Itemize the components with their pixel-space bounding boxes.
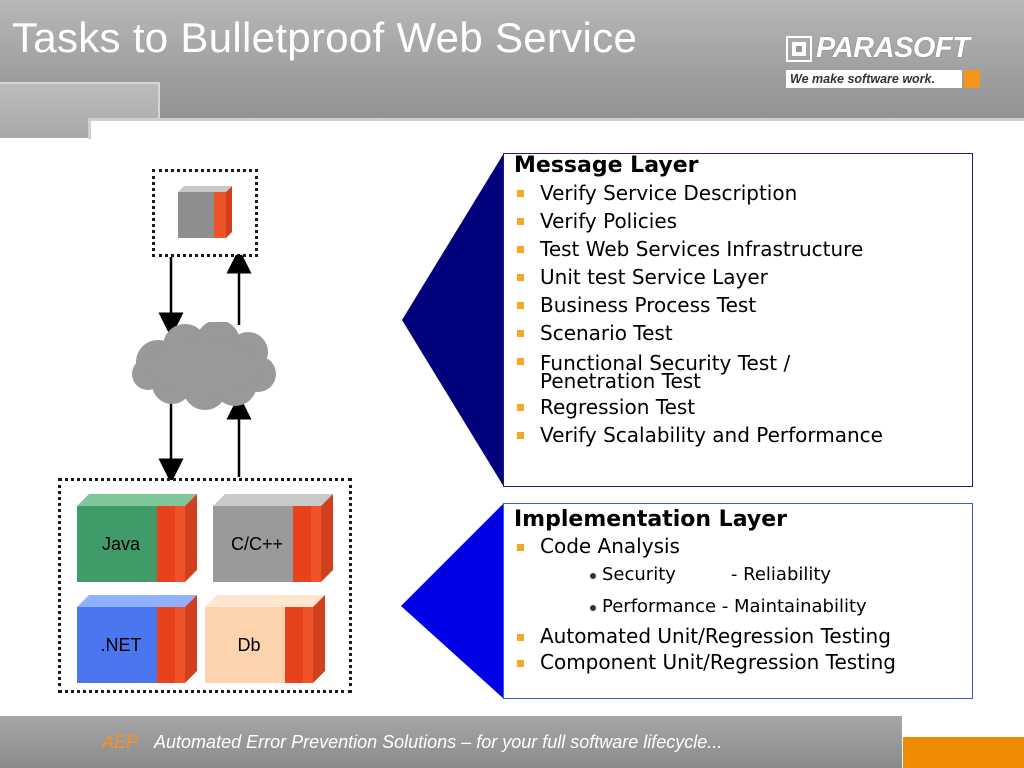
list-item: Regression Test (514, 393, 972, 421)
sub-item-right: - Reliability (730, 564, 832, 585)
list-item-text: Business Process Test (540, 293, 757, 317)
list-item-text: Test Web Services Infrastructure (540, 237, 864, 261)
block-shape (205, 595, 325, 683)
logo-accent (964, 70, 980, 88)
list-item: Code Analysis (514, 533, 972, 559)
list-item: Test Web Services Infrastructure (514, 235, 972, 263)
bullet-icon (517, 660, 524, 667)
sub-item-left: Security (602, 564, 676, 585)
list-item: Functional Security Test /Penetration Te… (514, 347, 972, 393)
db-label: Db (237, 634, 261, 655)
message-layer-panel: Message Layer Verify Service Description… (503, 153, 973, 487)
footer-accent (903, 737, 1024, 768)
logo-tagline: We make software work. (786, 70, 962, 88)
bullet-icon (517, 218, 524, 225)
bullet-icon (517, 358, 524, 365)
list-item-text: Code Analysis (540, 534, 680, 558)
header-band (88, 118, 1024, 139)
list-item: Component Unit/Regression Testing (514, 649, 972, 675)
service-box (152, 169, 258, 257)
list-item-text: Unit test Service Layer (540, 265, 768, 289)
block-shape (213, 494, 333, 582)
implementation-layer-panel: Implementation Layer Code Analysis Secur… (503, 503, 973, 699)
footer-text: AEP Automated Error Prevention Solutions … (102, 732, 722, 753)
list-item-text: Verify Service Description (540, 181, 798, 205)
java-label: Java (101, 533, 141, 554)
list-item: Verify Policies (514, 207, 972, 235)
list-item-text: Verify Scalability and Performance (540, 423, 883, 447)
list-item-text: Verify Policies (540, 209, 678, 233)
bullet-icon (517, 330, 524, 337)
slide-title: Tasks to Bulletproof Web Service (12, 14, 638, 61)
list-item: Verify Scalability and Performance (514, 421, 972, 449)
bullet-icon (517, 190, 524, 197)
sub-item-left: Performance (602, 596, 717, 617)
implementation-layer-chevron (401, 503, 504, 699)
header-background (0, 0, 1024, 136)
logo-wordmark: PARASOFT (816, 32, 970, 64)
parasoft-mark-icon (786, 36, 812, 62)
sub-list-item: Security - Reliability (514, 559, 972, 591)
cpp-label: C/C++ (230, 533, 284, 554)
list-item-text: Regression Test (540, 395, 696, 419)
list-item: Unit test Service Layer (514, 263, 972, 291)
list-item-text: Component Unit/Regression Testing (540, 650, 896, 674)
list-item-text: Automated Unit/Regression Testing (540, 624, 891, 648)
list-item-text: Functional Security Test / (540, 351, 791, 375)
list-item: Automated Unit/Regression Testing (514, 623, 972, 649)
bullet-icon (517, 274, 524, 281)
connection-arrows (158, 255, 252, 480)
dotnet-block: .NET (77, 595, 197, 683)
message-layer-list: Verify Service Description Verify Polici… (514, 179, 972, 449)
java-block: Java (77, 494, 197, 582)
footer-tagline: Automated Error Prevention Solutions – f… (154, 732, 723, 752)
service-cube-icon (178, 186, 232, 238)
sub-list-item: Performance - Maintainability (514, 591, 972, 623)
block-shape (77, 595, 197, 683)
message-layer-chevron (402, 153, 504, 487)
code-analysis-sublist: Security - Reliability Performance - Main… (514, 559, 972, 623)
footer-aep: AEP (102, 732, 139, 752)
footer-band (0, 716, 902, 768)
bullet-icon (517, 432, 524, 439)
message-layer-title: Message Layer (514, 153, 699, 178)
list-item-text: Scenario Test (540, 321, 673, 345)
dotnet-label: .NET (100, 634, 142, 655)
sub-item-right: - Maintainability (721, 596, 867, 617)
bullet-icon (517, 246, 524, 253)
list-item: Business Process Test (514, 291, 972, 319)
list-item: Scenario Test (514, 319, 972, 347)
bullet-icon (517, 302, 524, 309)
bullet-icon (517, 544, 524, 551)
bullet-icon (517, 404, 524, 411)
dot-bullet-icon (590, 605, 596, 611)
implementation-layer-list-continued: Automated Unit/Regression Testing Compon… (514, 623, 972, 675)
block-shape (77, 494, 197, 582)
bullet-icon (517, 634, 524, 641)
list-item-text-continued: Penetration Test (540, 369, 702, 393)
db-block: Db (205, 595, 325, 683)
cpp-block: C/C++ (213, 494, 333, 582)
dot-bullet-icon (590, 573, 596, 579)
parasoft-logo: PARASOFT We make software work. (786, 32, 980, 90)
network-cloud-icon (132, 322, 276, 410)
list-item: Verify Service Description (514, 179, 972, 207)
implementation-layer-title: Implementation Layer (514, 507, 787, 532)
implementation-box (58, 478, 352, 693)
implementation-layer-list: Code Analysis (514, 533, 972, 559)
